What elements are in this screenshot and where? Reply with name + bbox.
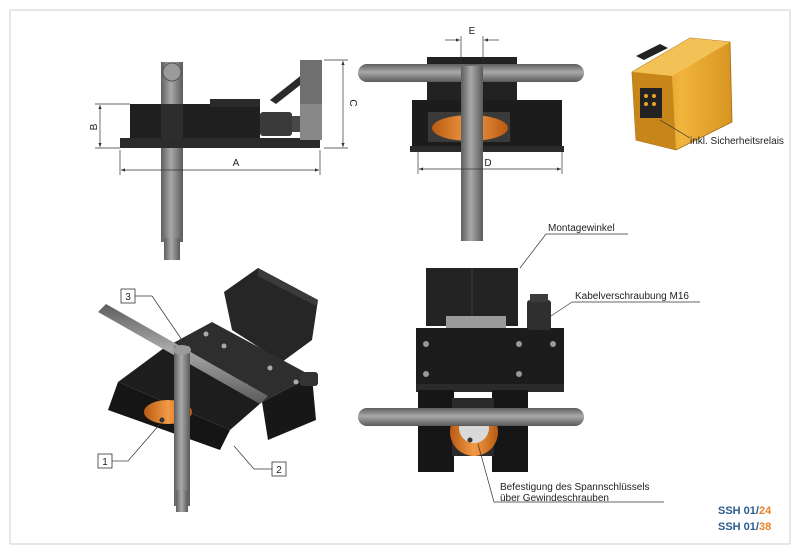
rod-tip xyxy=(164,238,180,260)
dimension-b-label: B xyxy=(89,123,100,130)
top-block xyxy=(210,99,260,107)
rear-body xyxy=(416,328,564,384)
part-2-leader xyxy=(233,445,255,470)
rear-crossbar xyxy=(358,408,584,426)
fastening-callout-line2: über Gewindeschrauben xyxy=(500,493,609,504)
dimension-b: B xyxy=(89,103,130,149)
part-label-3: 3 xyxy=(125,292,131,303)
fastening-callout-line1: Befestigung des Spannschlüssels xyxy=(500,482,650,493)
bracket-leader xyxy=(519,233,547,269)
relay-callout: inkl. Sicherheitsrelais xyxy=(690,136,784,147)
vertical-rod xyxy=(161,62,183,242)
iso-gland xyxy=(300,372,318,386)
dimension-e: E xyxy=(445,26,499,62)
gland-leader xyxy=(547,301,573,319)
dimension-c-label: C xyxy=(347,99,358,106)
body-rod-slot xyxy=(161,104,183,146)
part-3-leader xyxy=(151,295,183,341)
dimension-e-label: E xyxy=(469,26,476,37)
rear-cable-gland xyxy=(527,300,551,330)
cable-gland-front xyxy=(260,112,292,136)
rear-left-jaw xyxy=(418,390,454,472)
dimension-d-label: D xyxy=(484,158,491,169)
fastening-leader xyxy=(477,443,495,503)
safety-relay xyxy=(631,37,733,151)
side-base xyxy=(410,146,564,152)
rod-end-cap xyxy=(162,62,182,82)
part-1-leader xyxy=(127,423,161,462)
t-handle-shaft xyxy=(461,66,483,241)
iso-shaft-top xyxy=(173,345,191,355)
bracket-callout: Montagewinkel xyxy=(548,223,615,234)
dimension-d: D xyxy=(417,152,563,174)
iso-shaft xyxy=(174,346,190,506)
bracket-lower xyxy=(300,104,322,140)
relay-terminal-block xyxy=(640,88,662,118)
base-plate xyxy=(120,138,320,148)
iso-body-side xyxy=(262,376,316,440)
rear-bracket xyxy=(446,316,506,330)
rear-view xyxy=(358,268,584,472)
rear-right-jaw xyxy=(492,390,528,472)
part-label-1: 1 xyxy=(102,457,108,468)
iso-top-plate xyxy=(164,322,312,402)
dimension-a-label: A xyxy=(233,158,240,169)
drawing-frame xyxy=(9,9,791,545)
front-view xyxy=(120,60,322,260)
gland-callout: Kabelverschraubung M16 xyxy=(575,291,689,302)
dimension-a: A xyxy=(119,150,321,175)
isometric-view xyxy=(98,268,318,512)
model-code-primary: SSH 01/24 xyxy=(718,505,772,517)
model-code-secondary: SSH 01/38 xyxy=(718,521,771,533)
relay-top-terminal xyxy=(636,44,668,60)
relay-top xyxy=(632,38,730,76)
part-label-2: 2 xyxy=(276,465,282,476)
relay-leader xyxy=(659,119,691,139)
dimension-c: C xyxy=(324,59,358,149)
side-view xyxy=(358,57,584,241)
